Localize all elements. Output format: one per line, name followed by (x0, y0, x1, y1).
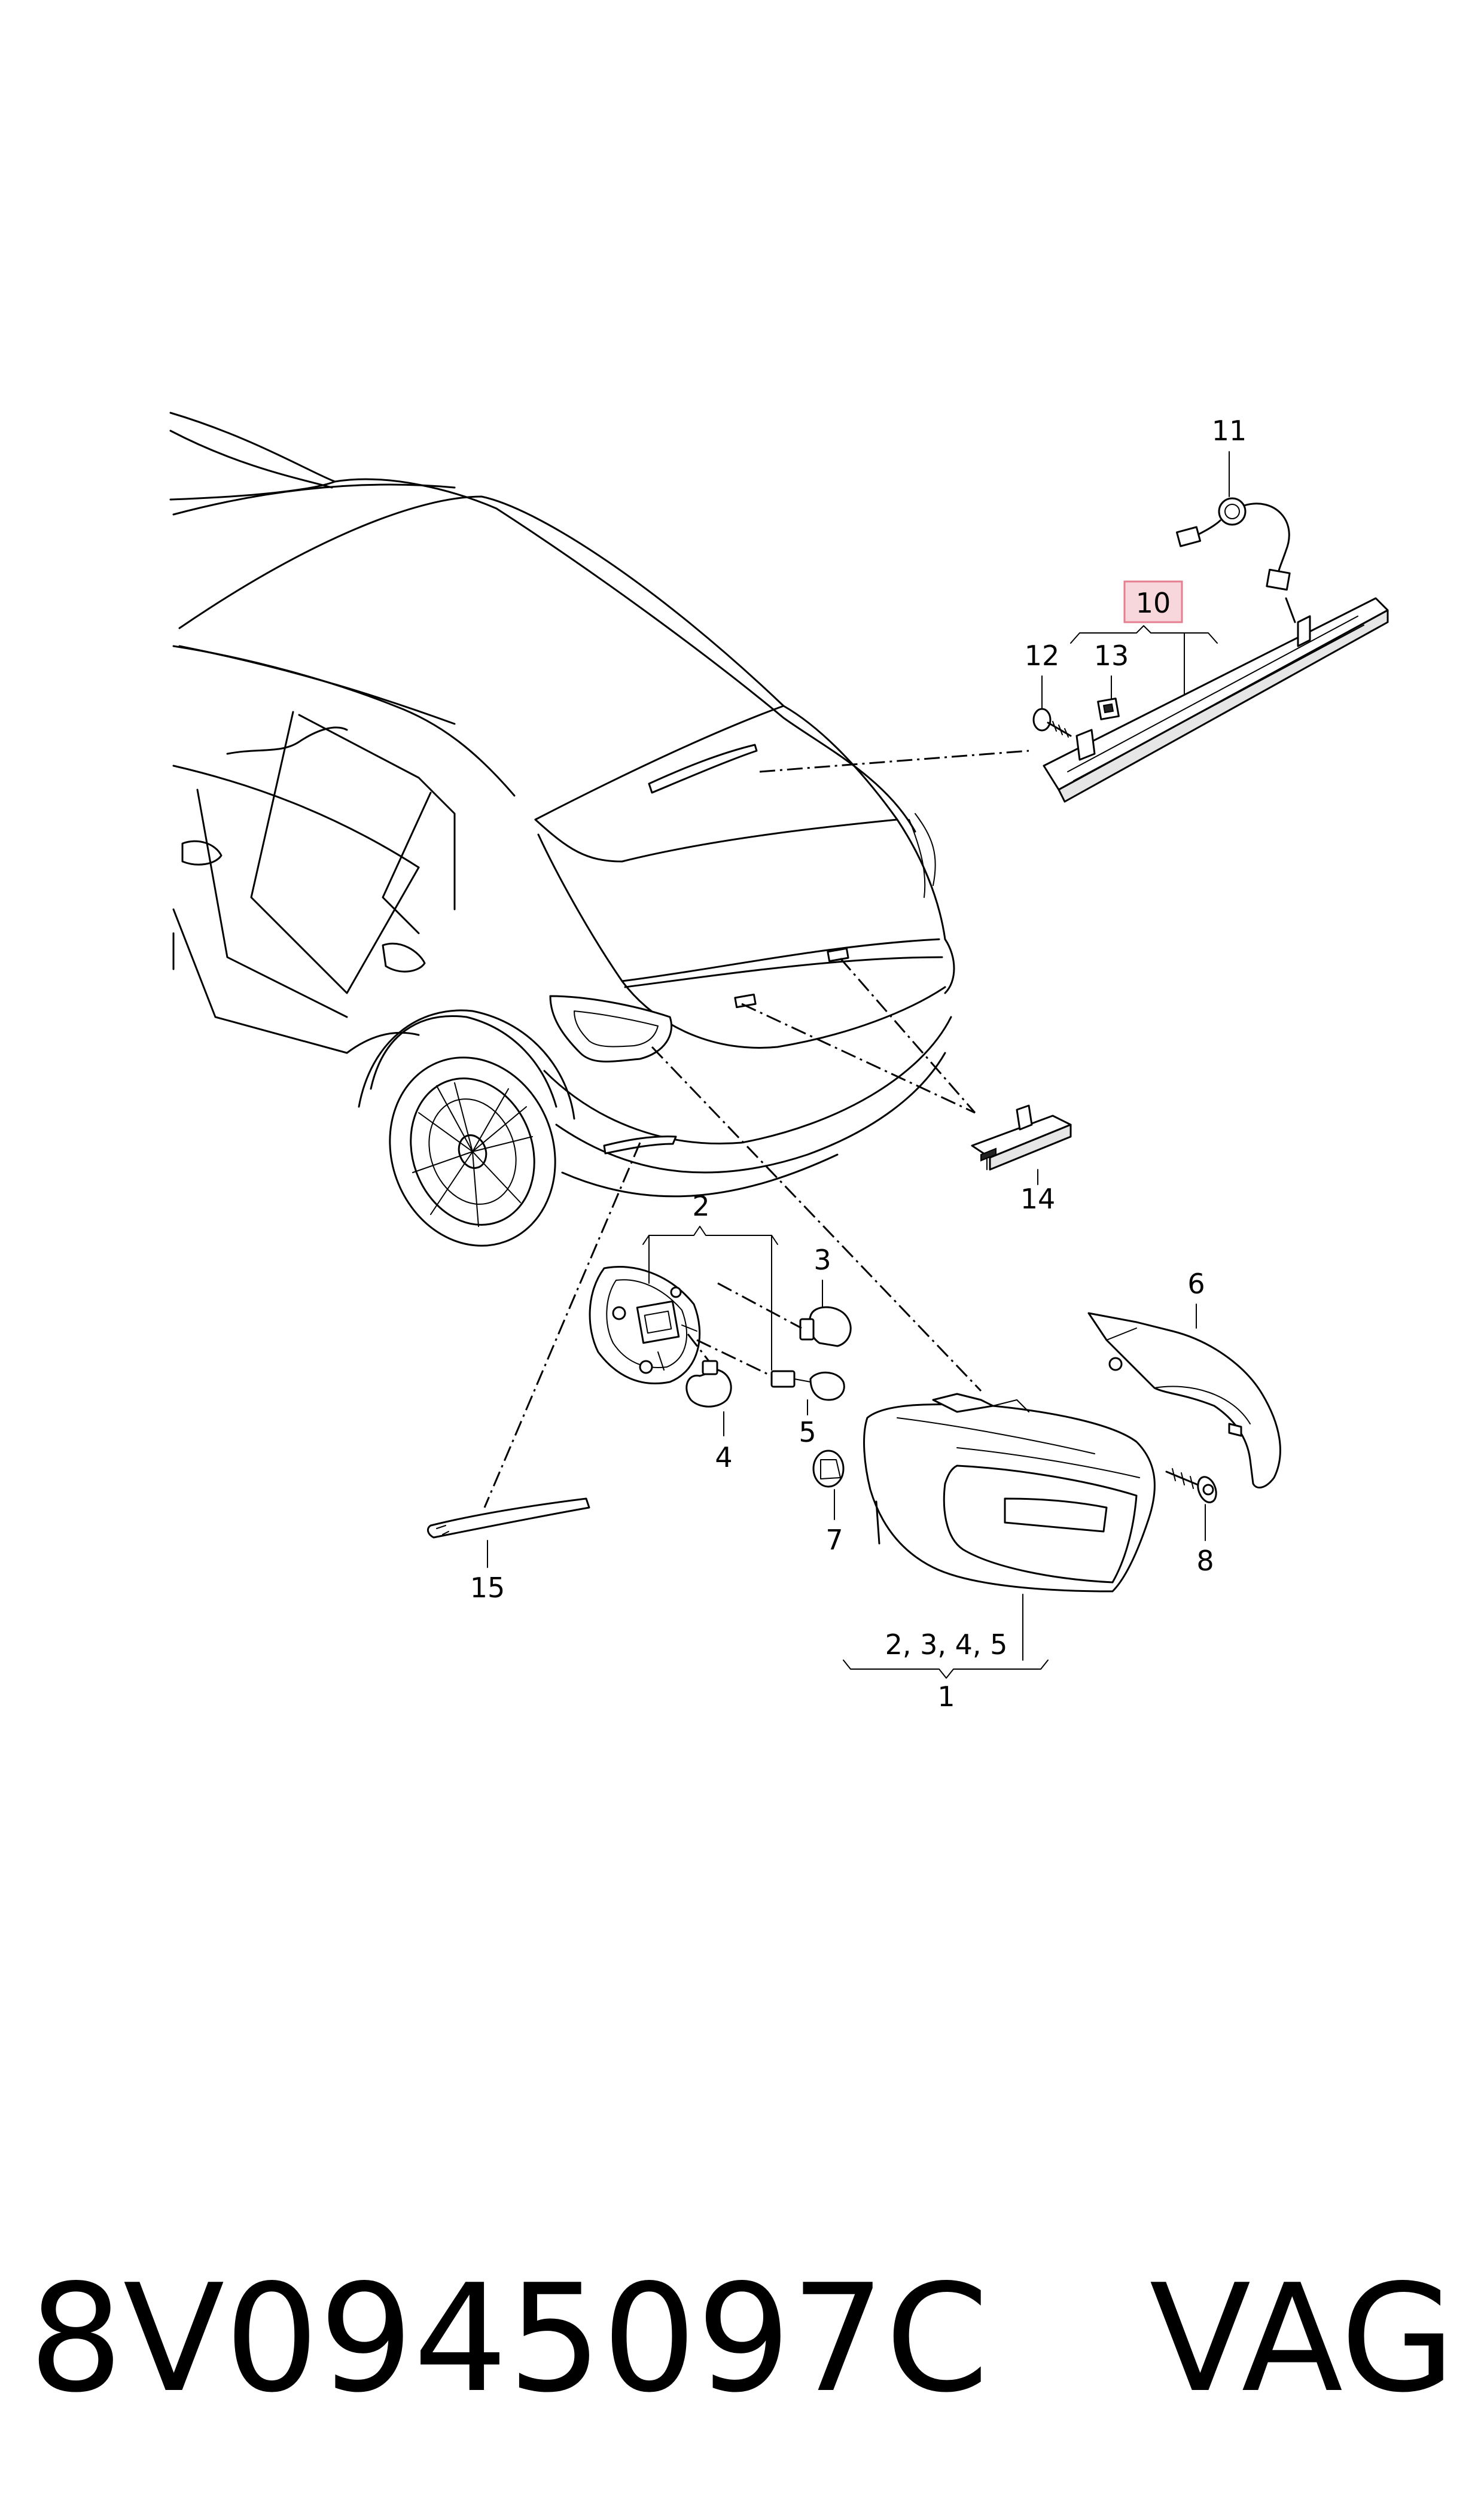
part-1-tail-lamp[interactable] (863, 1393, 1156, 1593)
callout-1-group: 2, 3, 4, 5 (885, 1628, 1008, 1661)
callout-6[interactable]: 6 (1187, 1268, 1205, 1300)
callout-7[interactable]: 7 (825, 1524, 843, 1556)
callout-4[interactable]: 4 (715, 1441, 732, 1473)
part-4-bulb[interactable] (685, 1333, 732, 1408)
callout-1[interactable]: 1 (937, 1680, 955, 1713)
callout-8[interactable]: 8 (1196, 1545, 1214, 1577)
part-8-screw[interactable] (1165, 1468, 1220, 1505)
part-7-nut[interactable] (812, 1450, 845, 1488)
callout-12[interactable]: 12 (1025, 640, 1060, 672)
callout-labels: 10 11 12 13 14 2 3 4 5 6 7 8 15 2, 3, 4,… (470, 415, 1247, 1713)
callout-2[interactable]: 2 (692, 1190, 709, 1222)
part-2-bulb-holder[interactable] (589, 1266, 701, 1385)
callout-10-highlight (1123, 580, 1183, 623)
callout-14[interactable]: 14 (1020, 1183, 1056, 1215)
brand-label: VAG (1149, 2253, 1455, 2425)
callout-leaders (487, 451, 1230, 1679)
callout-13[interactable]: 13 (1094, 640, 1129, 672)
part-15-reflector[interactable] (426, 1497, 590, 1539)
part-12-screw[interactable] (1032, 708, 1072, 738)
callout-10[interactable]: 10 (1136, 587, 1171, 619)
callout-15[interactable]: 15 (470, 1572, 505, 1604)
part-number: 8V0945097C (29, 2253, 989, 2425)
part-10-brake-light[interactable] (1043, 597, 1389, 803)
car-illustration (169, 412, 955, 1247)
callout-11[interactable]: 11 (1212, 415, 1247, 447)
leader-lines (483, 750, 1029, 1508)
callout-3[interactable]: 3 (813, 1244, 831, 1276)
part-11-wiring-connector[interactable] (1175, 497, 1296, 623)
part-5-small-bulb[interactable] (696, 1339, 845, 1401)
part-13-clip[interactable] (1097, 698, 1120, 720)
callout-5[interactable]: 5 (799, 1416, 816, 1448)
part-3-bulb[interactable] (717, 1282, 852, 1347)
part-14-licence-plate-light[interactable] (971, 1104, 1072, 1171)
part-6-cover[interactable] (1087, 1312, 1281, 1489)
